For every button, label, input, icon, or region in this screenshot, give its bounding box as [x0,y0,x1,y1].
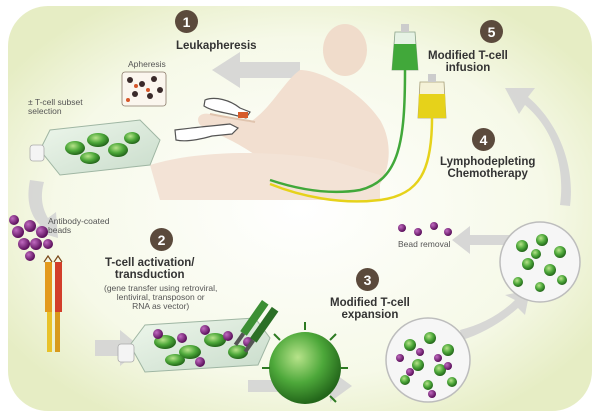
bead-removal-label: Bead removal [398,239,451,249]
step-1-title: Leukapheresis [176,40,257,52]
beads-label: Antibody-coated beads [48,216,110,235]
apheresis-label: Apheresis [128,59,166,69]
step-2-detail: (gene transfer using retroviral, lentivi… [104,283,218,311]
culture-flask-1 [29,119,161,176]
infusion-bags [269,24,447,203]
step-3-title: Modified T-cell expansion [330,297,410,322]
step-3-badge: 3 [356,268,379,291]
step-5-badge: 5 [480,20,503,43]
apheresis-sample [121,71,167,107]
patient-illustration [150,24,389,200]
expansion-culture [385,317,471,403]
removed-beads [398,222,452,236]
step-2-title: T-cell activation/ transduction [105,257,195,282]
hands-illustration [174,97,251,142]
culture-flask-2 [117,317,271,373]
step-4-badge: 4 [472,128,495,151]
step-4-title: Lymphodepleting Chemotherapy [440,156,536,181]
step-5-title: Modified T-cell infusion [428,50,508,75]
antibody-beads [9,215,53,261]
receptor-illustration [43,254,63,352]
background-loop [8,6,592,411]
step-2-badge: 2 [150,228,173,251]
post-bead-removal-culture [499,221,581,303]
subset-selection-label: ± T-cell subset selection [28,97,83,116]
step-1-badge: 1 [175,10,198,33]
transduced-t-cell [233,300,348,404]
